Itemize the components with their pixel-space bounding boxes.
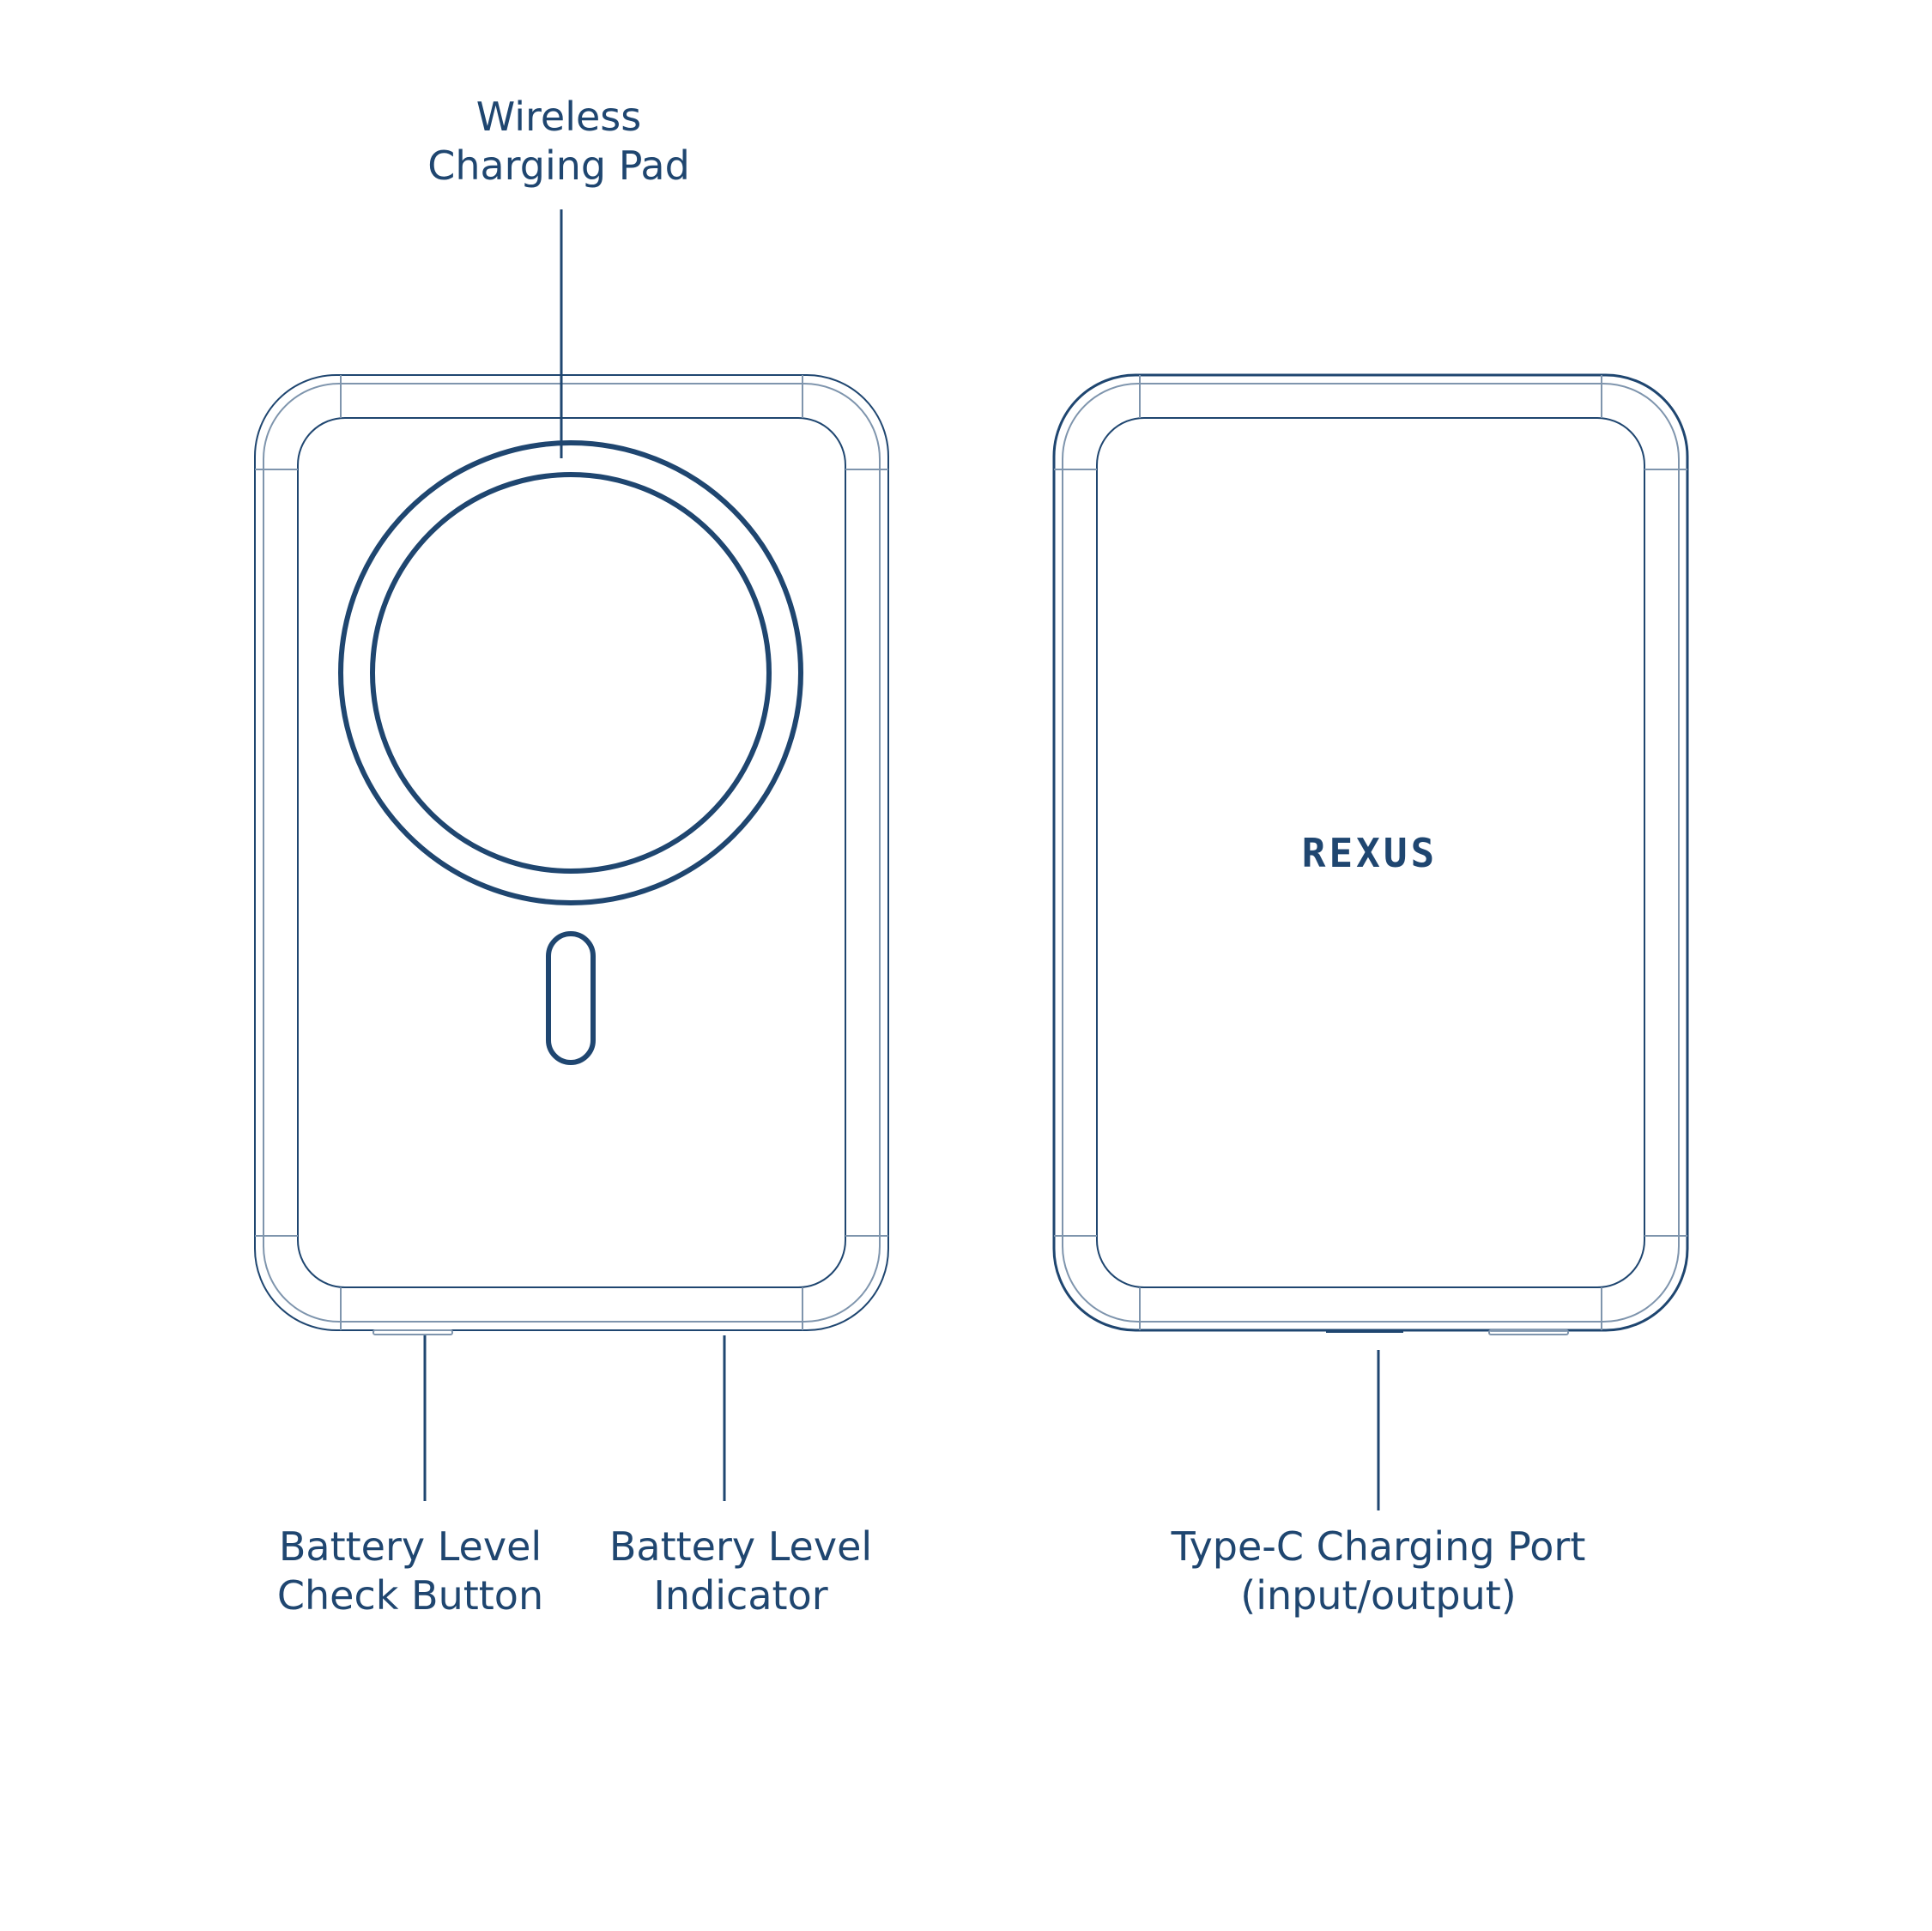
battery-level-indicator-light: [546, 931, 596, 1065]
label-line: Indicator: [653, 1572, 828, 1619]
label-line: Type-C Charging Port: [1171, 1523, 1586, 1570]
rexus-logo: REXUS: [1301, 830, 1438, 876]
label-wireless-charging-pad: Wireless Charging Pad: [427, 93, 690, 191]
label-line: Battery Level: [278, 1523, 542, 1570]
label-line: Wireless: [475, 94, 642, 140]
label-line: Check Button: [276, 1572, 544, 1619]
label-battery-level-check-button: Battery Level Check Button: [277, 1522, 543, 1620]
label-type-c-charging-port: Type-C Charging Port (input/output): [1172, 1522, 1586, 1620]
back-device: [1052, 373, 1689, 1335]
wireless-pad-outer-ring: [338, 440, 803, 905]
front-device: [254, 374, 889, 1335]
label-line: Charging Pad: [427, 142, 690, 189]
label-battery-level-indicator: Battery Level Indicator: [609, 1522, 872, 1620]
label-line: (input/output): [1240, 1572, 1517, 1619]
label-line: Battery Level: [609, 1523, 873, 1570]
wireless-pad-inner-ring: [370, 472, 772, 874]
